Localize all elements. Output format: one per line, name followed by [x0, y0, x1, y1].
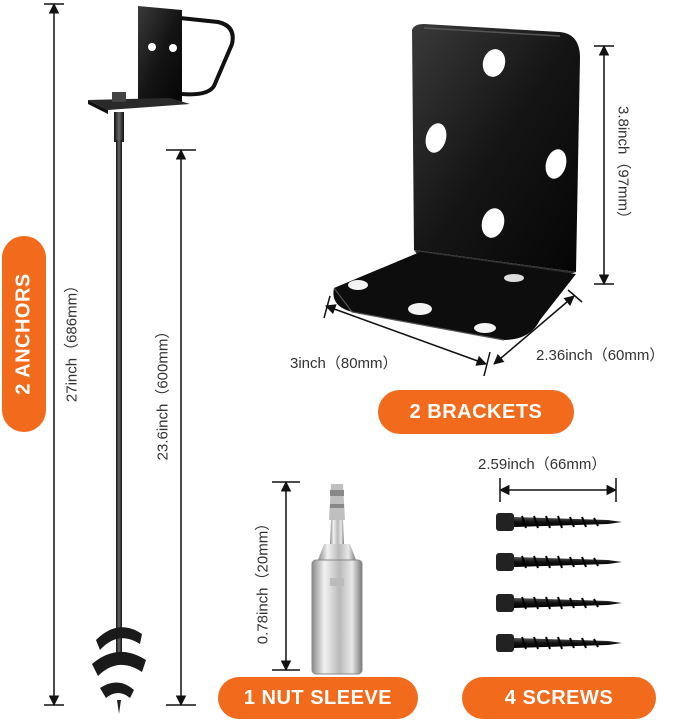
nut-sleeve-label: 1 NUT SLEEVE: [218, 677, 418, 719]
screw-length-dim: 2.59inch（66mm）: [478, 456, 607, 473]
sleeve-length-dim: 0.78inch（20mm）: [254, 515, 272, 645]
screw: [496, 513, 622, 531]
screw: [496, 594, 622, 612]
bracket-depth-dim-line: [493, 295, 575, 365]
screws: [496, 513, 622, 652]
screw: [496, 553, 622, 571]
anchors-label: 2 ANCHORS: [2, 236, 46, 432]
bracket-width-dim-line: [325, 304, 487, 366]
bracket: [333, 24, 580, 341]
brackets-label: 2 BRACKETS: [378, 390, 574, 434]
nut-sleeve: [311, 484, 363, 675]
anchor-shaft-dim: 23.6inch（600mm）: [154, 323, 172, 461]
bracket-height-dim: 3.8inch（97mm）: [614, 105, 632, 227]
bracket-width-dim: 3inch（80mm）: [290, 355, 398, 372]
anchor-total-dim: 27inch（686mm）: [63, 277, 81, 403]
screws-label: 4 SCREWS: [462, 677, 656, 719]
screw: [496, 634, 622, 652]
bracket-depth-dim: 2.36inch（60mm）: [536, 347, 665, 364]
anchor: [88, 6, 235, 714]
